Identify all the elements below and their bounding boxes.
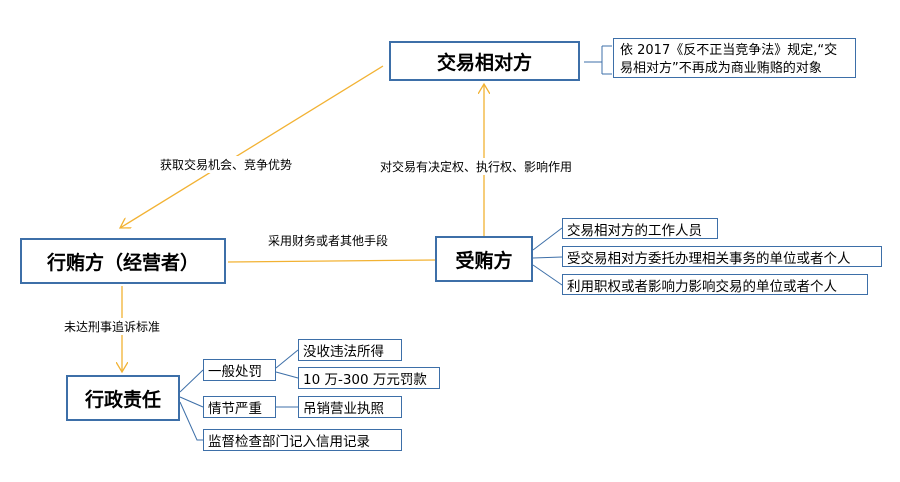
label-means: 采用财务或者其他手段 <box>268 232 389 249</box>
penalty-general-label: 一般处罚 <box>208 364 262 380</box>
penalty-serious-label: 情节严重 <box>208 401 262 417</box>
node-bribee: 受贿方 <box>435 236 533 282</box>
label-threshold: 未达刑事追诉标准 <box>64 318 161 335</box>
bribee-item-label: 利用职权或者影响力影响交易的单位或者个人 <box>567 278 837 295</box>
label-gain: 获取交易机会、竞争优势 <box>160 156 293 173</box>
arrow-counterparty-to-briber <box>120 65 384 228</box>
fan-admin <box>179 369 204 441</box>
penalty-record-label: 监督检查部门记入信用记录 <box>208 434 370 450</box>
penalty-general-item-label: 没收违法所得 <box>303 344 384 360</box>
node-counterparty-label: 交易相对方 <box>436 51 532 74</box>
note-text: 依 2017《反不正当竞争法》规定,“交易相对方”不再成为商业贿赂的对象 <box>620 43 838 76</box>
node-briber-label: 行贿方（经营者） <box>46 251 199 274</box>
penalty-serious-item: 吊销营业执照 <box>298 396 402 418</box>
node-admin: 行政责任 <box>66 375 180 421</box>
bracket-note <box>584 45 612 75</box>
bribee-item: 交易相对方的工作人员 <box>562 218 718 239</box>
penalty-general-item: 10 万-300 万元罚款 <box>298 367 440 389</box>
bribee-item: 利用职权或者影响力影响交易的单位或者个人 <box>562 274 868 295</box>
penalty-general: 一般处罚 <box>203 359 276 381</box>
node-counterparty: 交易相对方 <box>389 41 580 81</box>
label-influence: 对交易有决定权、执行权、影响作用 <box>380 158 573 175</box>
bribee-item-label: 受交易相对方委托办理相关事务的单位或者个人 <box>567 250 851 267</box>
bribee-item: 受交易相对方委托办理相关事务的单位或者个人 <box>562 246 882 267</box>
line-briber-to-bribee <box>227 259 437 263</box>
fan-bribee <box>532 227 563 286</box>
node-briber: 行贿方（经营者） <box>20 238 226 284</box>
node-admin-label: 行政责任 <box>84 388 161 411</box>
penalty-general-item-label: 10 万-300 万元罚款 <box>303 372 427 388</box>
penalty-serious: 情节严重 <box>203 396 276 418</box>
penalty-general-item: 没收违法所得 <box>298 339 402 361</box>
note-box: 依 2017《反不正当竞争法》规定,“交易相对方”不再成为商业贿赂的对象 <box>613 38 856 78</box>
bribee-item-label: 交易相对方的工作人员 <box>567 222 702 239</box>
node-bribee-label: 受贿方 <box>455 249 513 272</box>
fan-general <box>275 349 299 379</box>
penalty-serious-item-label: 吊销营业执照 <box>303 401 384 417</box>
penalty-record: 监督检查部门记入信用记录 <box>203 429 402 451</box>
